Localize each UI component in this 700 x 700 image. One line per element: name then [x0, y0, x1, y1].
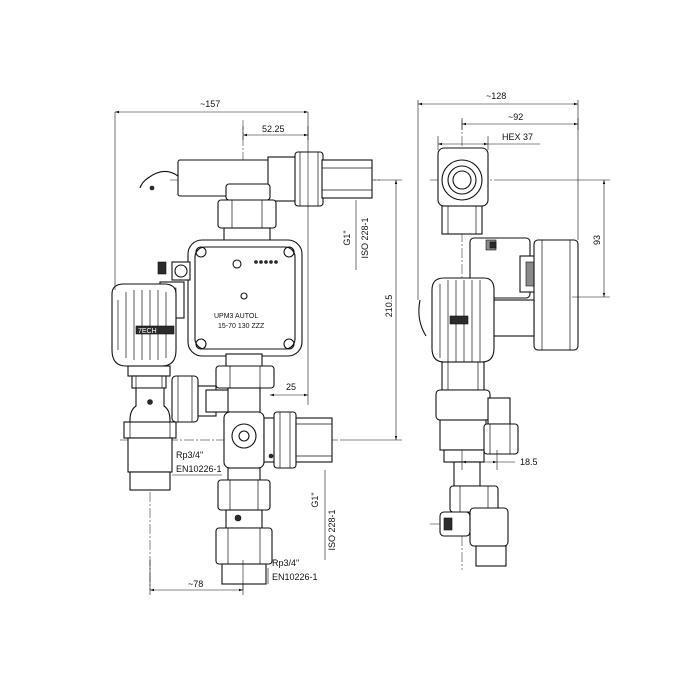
front-view: UPM3 AUTOL 15-70 130 ZZZ 7ECH	[111, 99, 402, 595]
lower-assembly	[215, 467, 273, 585]
thermostatic-head: 7ECH	[111, 283, 177, 389]
left-valve-body	[123, 387, 177, 473]
side-view: ~128 ~92 HEX 37 93	[417, 91, 610, 570]
dim-side-inner: ~92	[461, 112, 579, 130]
pump-model-label: UPM3 AUTOL	[214, 313, 258, 320]
side-lower-section	[435, 361, 519, 567]
pump-body: UPM3 AUTOL 15-70 130 ZZZ	[187, 239, 303, 357]
pump-lower-stem	[215, 353, 275, 413]
dim-side-offset: 18.5	[461, 450, 538, 470]
dim-inlet-offset: 52.25	[242, 124, 309, 140]
dim-overall-width: ~157	[114, 99, 309, 290]
dim-side-inner-label: ~92	[508, 112, 523, 122]
dim-side-offset-label: 18.5	[520, 457, 538, 467]
dim-overall-width-label: ~157	[200, 99, 220, 109]
dim-side-height-label: 93	[592, 235, 602, 245]
left-inlet-standard-label: EN10226-1	[176, 464, 222, 474]
dim-bottom-offset: ~78	[149, 560, 244, 595]
dim-offset-25: 25	[270, 150, 309, 405]
dim-total-height: 210.5	[340, 179, 402, 441]
dim-bottom-offset-label: ~78	[188, 579, 203, 589]
top-outlet-standard-label: ISO 228-1	[360, 217, 370, 258]
dim-inlet-offset-label: 52.25	[262, 124, 285, 134]
dim-hex: HEX 37	[437, 132, 540, 150]
bottom-inlet-standard-label: EN10226-1	[272, 572, 318, 582]
bottom-inlet-thread-label: Rp3/4"	[272, 558, 299, 568]
side-top-fitting	[437, 147, 489, 235]
dim-offset-25-label: 25	[286, 382, 296, 392]
center-tee	[223, 411, 333, 469]
dim-hex-label: HEX 37	[502, 132, 533, 142]
left-inlet-thread-label: Rp3/4"	[176, 450, 203, 460]
top-outlet-thread-label: G1"	[342, 230, 352, 245]
top-union	[217, 183, 277, 243]
left-inlet-stub	[129, 471, 171, 491]
pump-code-label: 15-70 130 ZZZ	[218, 323, 265, 330]
bottom-outlet-thread-label: G1"	[310, 492, 320, 507]
dim-side-width-label: ~128	[486, 91, 506, 101]
dim-side-height: 93	[500, 179, 610, 298]
bottom-outlet-standard-label: ISO 228-1	[327, 509, 337, 550]
valve-head-label: 7ECH	[138, 328, 157, 335]
dim-total-height-label: 210.5	[384, 295, 394, 318]
side-thermostatic-head	[418, 277, 495, 363]
